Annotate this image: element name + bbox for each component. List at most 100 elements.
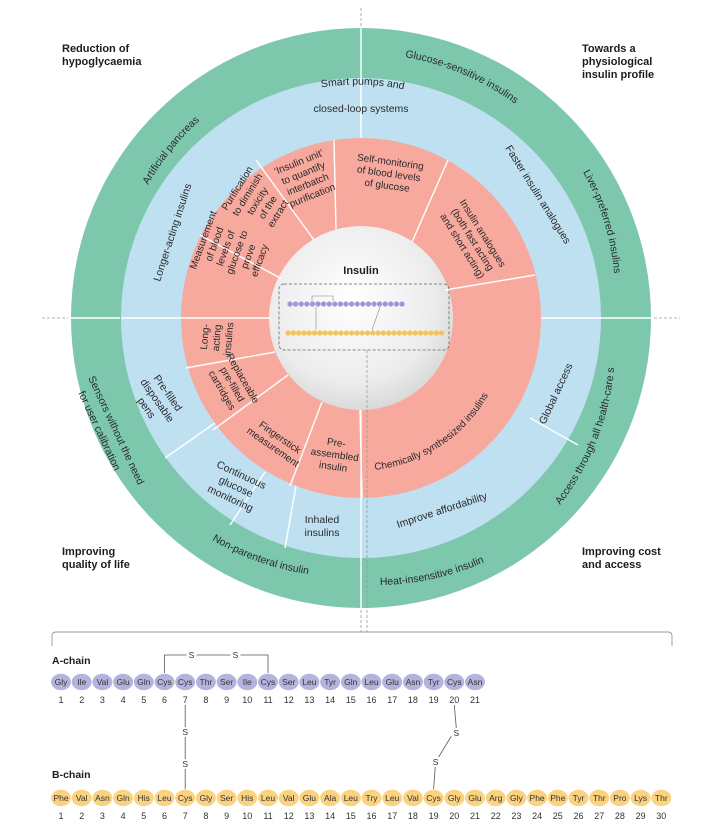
a-chain-residue-number: 4 — [121, 695, 126, 705]
a-chain-residue-label: Cys — [157, 677, 172, 687]
b-chain-residue-label: Val — [283, 793, 295, 803]
b-chain-residue-number: 25 — [553, 811, 563, 821]
sulfur-gap — [180, 759, 191, 769]
mini-a-bead — [354, 301, 360, 307]
mini-a-bead — [393, 301, 399, 307]
b-chain-residue-label: Arg — [489, 793, 503, 803]
b-chain-residue-number: 14 — [325, 811, 335, 821]
sulfur-gap — [180, 727, 191, 737]
a-chain-residue-label: Tyr — [428, 677, 440, 687]
b-chain-residue-label: Val — [407, 793, 419, 803]
b-chain-residue-label: Cys — [426, 793, 441, 803]
a-chain-residue-label: Ser — [220, 677, 233, 687]
mini-a-bead — [304, 301, 310, 307]
b-chain-residue-number: 20 — [449, 811, 459, 821]
b-chain-residue-number: 5 — [141, 811, 146, 821]
b-chain-residue-label: Phe — [530, 793, 545, 803]
mini-a-bead — [360, 301, 366, 307]
label-long-acting-line2: acting — [211, 324, 224, 352]
b-chain-residue-number: 27 — [594, 811, 604, 821]
b-chain-residue-label: Glu — [468, 793, 482, 803]
a-chain-residue-number: 5 — [141, 695, 146, 705]
mini-b-bead — [364, 330, 371, 336]
mini-a-bead — [321, 301, 327, 307]
mini-b-bead — [322, 330, 328, 336]
mini-b-bead — [354, 330, 360, 336]
mini-b-bead — [296, 330, 302, 336]
mini-a-bead — [293, 301, 299, 307]
a-chain-residue-number: 13 — [304, 695, 314, 705]
b-chain-residue-number: 17 — [387, 811, 397, 821]
chain-panel-bracket — [51, 631, 673, 646]
mini-b-bead — [306, 330, 312, 336]
b-chain-residue-circle — [650, 789, 672, 807]
mini-b-bead — [343, 330, 349, 336]
mini-b-bead — [423, 330, 429, 336]
corner-top-left-line1: Reduction of — [62, 43, 130, 55]
a-chain-residue-number: 21 — [470, 695, 480, 705]
b-chain-residue-number: 10 — [242, 811, 252, 821]
a-chain-residue-number: 12 — [284, 695, 294, 705]
mini-b-bead — [402, 330, 408, 336]
a-chain-residue-number: 1 — [58, 695, 63, 705]
a-chain-residue-number: 19 — [429, 695, 439, 705]
b-chain-residue-number: 1 — [58, 811, 63, 821]
a-chain-residue-label: Cys — [447, 677, 462, 687]
b-chain-residue-number: 29 — [636, 811, 646, 821]
b-chain-residue-label: Try — [366, 793, 379, 803]
mini-a-chain — [287, 301, 405, 307]
mini-a-bead — [315, 301, 321, 307]
b-chain-residue-number: 6 — [162, 811, 167, 821]
corner-top-right-line1: Towards a — [582, 43, 636, 55]
label-long-acting-line1: Long- — [199, 324, 212, 350]
mini-a-bead — [377, 301, 383, 307]
mini-b-bead — [380, 330, 386, 336]
sulfur-label: S — [453, 728, 459, 738]
a-chain-residue-number: 20 — [449, 695, 459, 705]
a-chain-residue-number: 16 — [366, 695, 376, 705]
corner-bottom-right: Improving cost and access — [582, 546, 661, 571]
bond-a6-a11 — [164, 654, 269, 673]
mini-b-bead — [375, 330, 381, 336]
corner-top-right-line2: physiological — [582, 56, 652, 68]
b-chain-residue-number: 13 — [304, 811, 314, 821]
mini-a-bead — [298, 301, 304, 307]
b-chain-residue-label: Tyr — [573, 793, 585, 803]
ring-dividers — [68, 28, 654, 608]
mini-b-bead — [290, 330, 296, 336]
a-chain-residue-label: Asn — [406, 677, 421, 687]
mini-a-bead — [349, 301, 355, 307]
b-chain-residue-number: 4 — [121, 811, 126, 821]
a-chain-residue-number: 15 — [346, 695, 356, 705]
a-chain-residue-label: Glu — [116, 677, 130, 687]
a-chain-residue-number: 2 — [79, 695, 84, 705]
mini-b-bead — [391, 330, 397, 336]
b-chain-residue-label: Leu — [385, 793, 399, 803]
mini-a-bead — [309, 301, 315, 307]
b-chain-residue-number: 16 — [366, 811, 376, 821]
mini-disulfide-bonds — [311, 295, 381, 331]
b-chain-residue-label: Gly — [510, 793, 524, 803]
b-chain-residue-label: Ser — [220, 793, 233, 803]
a-chain-residue-circle — [464, 673, 486, 691]
b-chain-residue-label: His — [138, 793, 150, 803]
a-chain-residue-number: 11 — [263, 695, 272, 705]
b-chain-residue-label: Cys — [178, 793, 193, 803]
b-chain-residue-number: 3 — [100, 811, 105, 821]
a-chain-residue-label: Val — [97, 677, 109, 687]
b-chain-residue-number: 9 — [224, 811, 229, 821]
b-chain-residue-label: Phe — [53, 793, 68, 803]
a-chain-residue-label: Leu — [364, 677, 378, 687]
b-chain-residue-number: 28 — [615, 811, 625, 821]
b-chain-residue-number: 30 — [656, 811, 666, 821]
mini-b-bead — [338, 330, 344, 336]
b-chain-residue-number: 22 — [491, 811, 501, 821]
b-chain-residue-number: 11 — [263, 811, 272, 821]
mini-b-bead — [311, 330, 318, 336]
sulfur-label: S — [189, 650, 195, 660]
corner-top-left-line2: hypoglycaemia — [62, 56, 142, 68]
a-chain-residue-number: 17 — [387, 695, 397, 705]
